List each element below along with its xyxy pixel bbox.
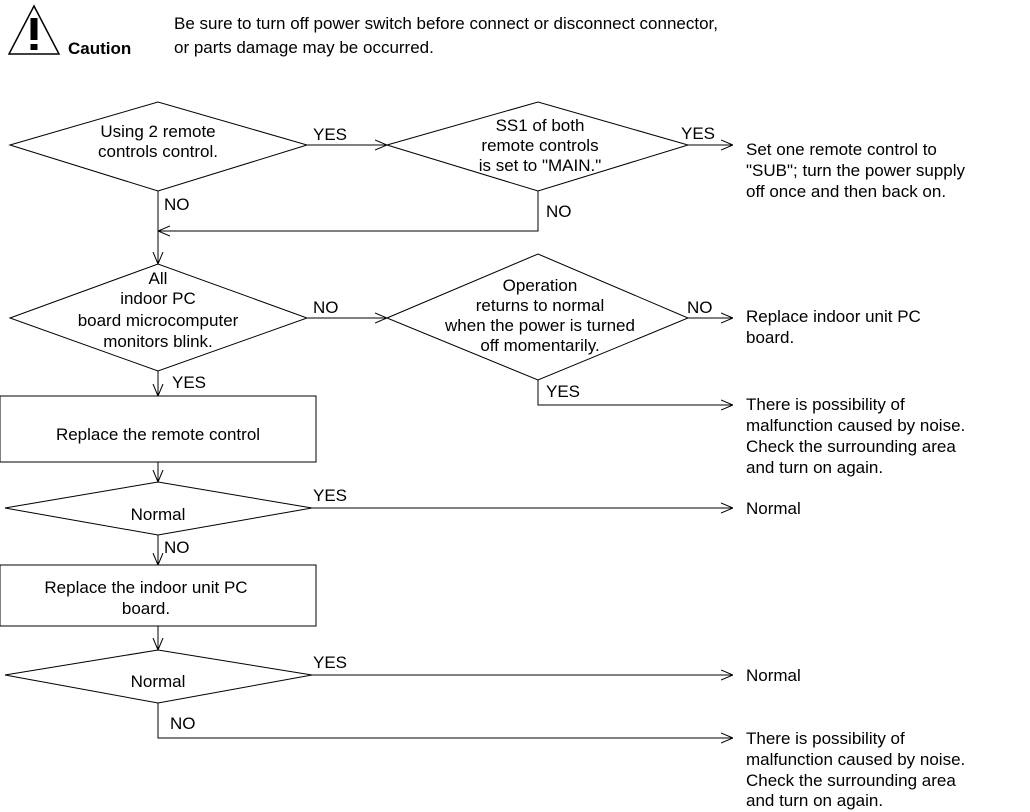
caution-label: Caution <box>68 39 131 58</box>
process-text: Replace the remote control <box>56 425 260 444</box>
decision-normal-1: Normal <box>4 481 313 536</box>
process-text-line: Replace the indoor unit PC <box>44 578 247 597</box>
caution-line-2: or parts damage may be occurred. <box>174 38 434 57</box>
decision-text-line: board microcomputer <box>78 311 239 330</box>
no-label: NO <box>164 538 190 557</box>
result-noise-2-line: There is possibility of <box>746 729 905 748</box>
result-noise-2-line: malfunction caused by noise. <box>746 750 965 769</box>
process-replace-remote: Replace the remote control <box>0 395 317 463</box>
result-noise-line: Check the surrounding area <box>746 437 956 456</box>
decision-ss1-main: SS1 of both remote controls is set to "M… <box>385 101 690 192</box>
yes-label: YES <box>172 373 206 392</box>
decision-text: Normal <box>131 505 186 524</box>
result-replace-board-line: Replace indoor unit PC <box>746 307 921 326</box>
result-noise-line: and turn on again. <box>746 458 883 477</box>
result-noise-2-line: and turn on again. <box>746 791 883 810</box>
result-normal-2: Normal <box>746 666 801 685</box>
decision-text-line: remote controls <box>481 136 598 155</box>
decision-text-line: SS1 of both <box>496 116 585 135</box>
result-set-sub-line: "SUB"; turn the power supply <box>746 161 966 180</box>
decision-using-two-remotes: Using 2 remote controls control. <box>8 101 309 192</box>
yes-label: YES <box>313 486 347 505</box>
result-set-sub-line: Set one remote control to <box>746 140 937 159</box>
no-label: NO <box>687 298 713 317</box>
decision-text-line: All <box>149 269 168 288</box>
decision-text-line: monitors blink. <box>103 332 213 351</box>
decision-text-line: Using 2 remote <box>100 122 215 141</box>
result-noise-line: There is possibility of <box>746 395 905 414</box>
result-noise-line: malfunction caused by noise. <box>746 416 965 435</box>
decision-text-line: is set to "MAIN." <box>479 156 602 175</box>
decision-text-line: indoor PC <box>120 289 196 308</box>
decision-text-line: returns to normal <box>476 296 605 315</box>
result-normal-1: Normal <box>746 499 801 518</box>
decision-text-line: controls control. <box>98 142 218 161</box>
arrow-yes-d4-result <box>537 380 733 405</box>
decision-normal-2: Normal <box>4 649 313 704</box>
warning-triangle-icon <box>7 4 61 55</box>
decision-text-line: off momentarily. <box>480 336 599 355</box>
decision-monitors-blink: All indoor PC board microcomputer monito… <box>8 263 309 372</box>
decision-returns-to-normal: Operation returns to normal when the pow… <box>385 253 690 381</box>
decision-text-line: Operation <box>503 276 578 295</box>
yes-label: YES <box>546 382 580 401</box>
process-text-line: board. <box>122 599 170 618</box>
no-label: NO <box>170 714 196 733</box>
arrow-no-d2-back <box>158 191 539 231</box>
yes-label: YES <box>313 653 347 672</box>
no-label: NO <box>164 195 190 214</box>
decision-text: Normal <box>131 672 186 691</box>
no-label: NO <box>546 202 572 221</box>
yes-label: YES <box>313 125 347 144</box>
process-replace-indoor-board: Replace the indoor unit PC board. <box>0 564 317 627</box>
result-noise-2-line: Check the surrounding area <box>746 771 956 790</box>
decision-text-line: when the power is turned <box>444 316 635 335</box>
no-label: NO <box>313 298 339 317</box>
result-replace-board-line: board. <box>746 328 794 347</box>
arrow-no-d6-result <box>157 703 733 738</box>
caution-line-1: Be sure to turn off power switch before … <box>174 14 718 33</box>
yes-label: YES <box>681 124 715 143</box>
result-set-sub-line: off once and then back on. <box>746 182 946 201</box>
